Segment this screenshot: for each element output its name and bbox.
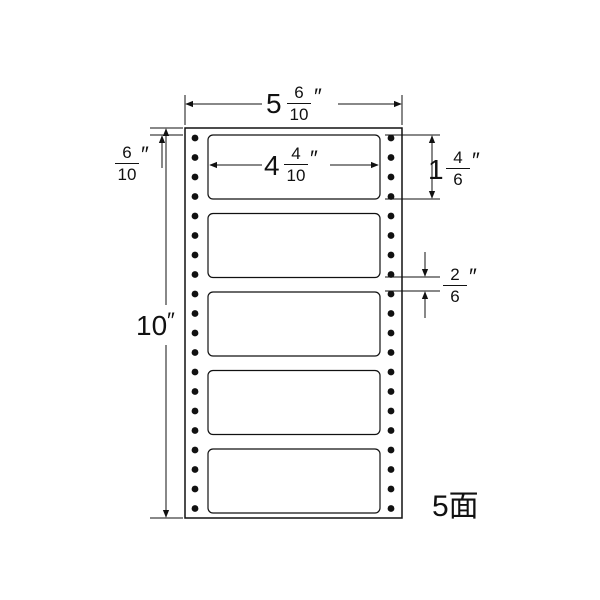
- sprocket-hole: [191, 154, 199, 161]
- sprocket-hole: [387, 193, 395, 200]
- sprocket-hole: [387, 427, 395, 434]
- sprocket-hole: [191, 212, 199, 220]
- sprocket-hole: [387, 407, 395, 415]
- fraction-bar: [443, 285, 467, 286]
- label-gap-num: 2: [450, 265, 460, 284]
- label-height-fraction: 4 6: [443, 149, 473, 188]
- label-cells: [207, 134, 381, 514]
- sheet-width-mark: ″: [314, 84, 322, 109]
- label-cell: [207, 369, 381, 436]
- sprocket-hole: [387, 329, 395, 337]
- label-gap-fraction: 2 6: [440, 266, 470, 305]
- label-gap-mark: ″: [469, 264, 477, 289]
- sprocket-hole: [191, 427, 199, 434]
- sheet-height-whole: 10: [136, 310, 168, 341]
- label-width-num: 4: [291, 144, 301, 163]
- sprocket-holes-left: [191, 134, 199, 512]
- sprocket-hole: [191, 134, 199, 142]
- sprocket-hole: [387, 368, 395, 376]
- sprocket-hole: [191, 388, 199, 395]
- sprocket-hole: [387, 349, 395, 356]
- sprocket-hole: [191, 232, 199, 239]
- sheet-height-mark: ″: [167, 308, 175, 333]
- label-gap-den: 6: [450, 287, 460, 306]
- sprocket-hole: [191, 271, 199, 278]
- label-width-mark: ″: [310, 146, 318, 171]
- sprocket-hole: [387, 388, 395, 395]
- top-margin-den: 10: [117, 165, 137, 184]
- sprocket-hole: [191, 349, 199, 356]
- sprocket-hole: [387, 154, 395, 161]
- sprocket-hole: [387, 134, 395, 142]
- sprocket-hole: [191, 485, 199, 493]
- labels-per-sheet-text: 5面: [432, 490, 479, 523]
- sprocket-hole: [387, 271, 395, 278]
- sprocket-hole: [191, 251, 199, 259]
- sprocket-holes-right: [387, 134, 395, 512]
- top-margin-mark: ″: [141, 142, 149, 167]
- label-width-fraction: 4 10: [281, 145, 311, 184]
- fraction-bar: [446, 168, 470, 169]
- label-cell: [207, 134, 381, 200]
- sprocket-hole: [191, 407, 199, 415]
- sprocket-hole: [387, 310, 395, 317]
- label-height-den: 6: [453, 170, 463, 189]
- sheet-width-fraction: 6 10: [284, 84, 314, 123]
- label-height-num: 4: [453, 148, 463, 167]
- sheet-width-whole: 5: [266, 88, 282, 119]
- top-margin-num: 6: [122, 143, 132, 162]
- sprocket-hole: [387, 232, 395, 239]
- sprocket-hole: [191, 505, 199, 512]
- sprocket-hole: [387, 212, 395, 220]
- sprocket-hole: [387, 446, 395, 454]
- sheet-width-den: 10: [289, 105, 309, 124]
- sprocket-hole: [191, 310, 199, 317]
- sprocket-hole: [191, 368, 199, 376]
- sprocket-hole: [387, 251, 395, 259]
- fraction-bar: [287, 103, 311, 104]
- label-width-den: 10: [286, 166, 306, 185]
- sprocket-hole: [387, 290, 395, 298]
- top-margin-fraction: 6 10: [112, 144, 142, 183]
- sprocket-hole: [191, 446, 199, 454]
- sprocket-hole: [191, 173, 199, 181]
- sprocket-hole: [191, 290, 199, 298]
- sprocket-hole: [387, 485, 395, 493]
- sprocket-hole: [387, 466, 395, 473]
- sprocket-hole: [387, 505, 395, 512]
- sheet-width-num: 6: [294, 83, 304, 102]
- label-height-whole: 1: [428, 154, 444, 185]
- label-cell: [207, 448, 381, 514]
- fraction-bar: [284, 164, 308, 165]
- label-height-mark: ″: [472, 148, 480, 173]
- sprocket-hole: [387, 173, 395, 181]
- fraction-bar: [115, 163, 139, 164]
- sprocket-hole: [191, 466, 199, 473]
- label-cell: [207, 212, 381, 279]
- label-cell: [207, 291, 381, 357]
- label-width-whole: 4: [264, 150, 280, 181]
- sprocket-hole: [191, 193, 199, 200]
- sprocket-hole: [191, 329, 199, 337]
